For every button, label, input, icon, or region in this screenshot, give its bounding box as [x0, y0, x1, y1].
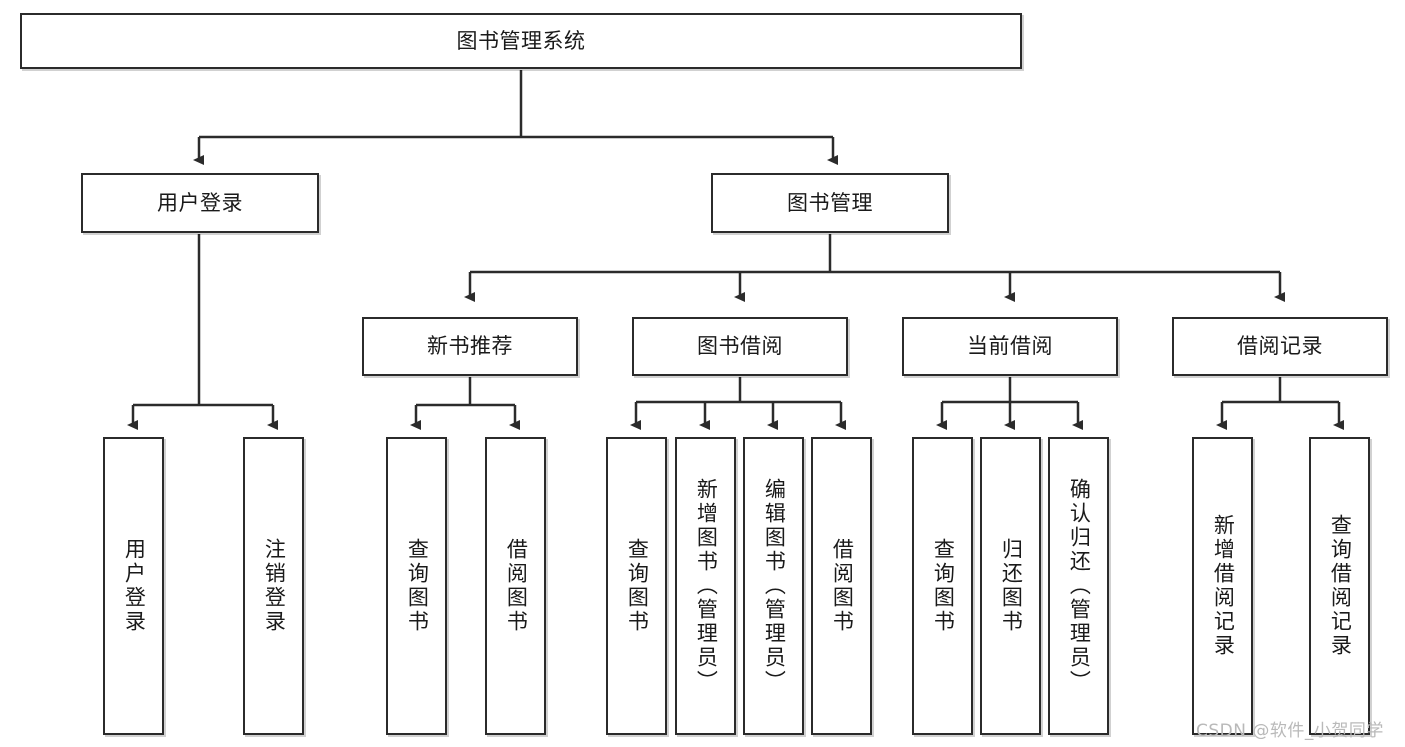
node-leaf-borrow-book-1-label: 借阅图书 — [504, 538, 529, 634]
node-leaf-add-book-label: 新增图书（管理员） — [694, 478, 719, 694]
node-new-book-rec[interactable]: 新书推荐 — [362, 317, 578, 376]
node-leaf-confirm-return-label: 确认归还（管理员） — [1067, 478, 1092, 694]
node-leaf-borrow-book-2-label: 借阅图书 — [830, 538, 855, 634]
node-leaf-add-record[interactable]: 新增借阅记录 — [1192, 437, 1253, 735]
node-root[interactable]: 图书管理系统 — [20, 13, 1022, 69]
node-leaf-query-book-1[interactable]: 查询图书 — [386, 437, 447, 735]
node-leaf-user-login-label: 用户登录 — [122, 538, 147, 634]
node-leaf-query-book-3[interactable]: 查询图书 — [912, 437, 973, 735]
node-borrow-record-label: 借阅记录 — [1237, 334, 1323, 359]
node-book-borrow-label: 图书借阅 — [697, 334, 783, 359]
node-current-borrow-label: 当前借阅 — [967, 334, 1053, 359]
node-leaf-logout[interactable]: 注销登录 — [243, 437, 304, 735]
node-leaf-add-book[interactable]: 新增图书（管理员） — [675, 437, 736, 735]
node-current-borrow[interactable]: 当前借阅 — [902, 317, 1118, 376]
node-leaf-edit-book-label: 编辑图书（管理员） — [762, 478, 787, 694]
node-leaf-query-book-2-label: 查询图书 — [625, 538, 650, 634]
node-user-login[interactable]: 用户登录 — [81, 173, 319, 233]
node-book-manage-label: 图书管理 — [787, 190, 873, 215]
node-leaf-user-login[interactable]: 用户登录 — [103, 437, 164, 735]
node-leaf-query-book-1-label: 查询图书 — [405, 538, 430, 634]
node-leaf-query-record[interactable]: 查询借阅记录 — [1309, 437, 1370, 735]
node-leaf-edit-book[interactable]: 编辑图书（管理员） — [743, 437, 804, 735]
node-root-label: 图书管理系统 — [456, 28, 586, 53]
node-user-login-label: 用户登录 — [157, 190, 243, 215]
csdn-watermark: CSDN @软件_小贺同学 — [1196, 721, 1384, 741]
node-leaf-query-record-label: 查询借阅记录 — [1328, 514, 1353, 658]
node-leaf-borrow-book-2[interactable]: 借阅图书 — [811, 437, 872, 735]
node-leaf-query-book-2[interactable]: 查询图书 — [606, 437, 667, 735]
node-leaf-return-book[interactable]: 归还图书 — [980, 437, 1041, 735]
node-book-manage[interactable]: 图书管理 — [711, 173, 949, 233]
node-leaf-logout-label: 注销登录 — [262, 538, 287, 634]
node-leaf-borrow-book-1[interactable]: 借阅图书 — [485, 437, 546, 735]
node-new-book-rec-label: 新书推荐 — [427, 334, 513, 359]
node-leaf-add-record-label: 新增借阅记录 — [1211, 514, 1236, 658]
node-leaf-query-book-3-label: 查询图书 — [931, 538, 956, 634]
node-leaf-return-book-label: 归还图书 — [999, 538, 1024, 634]
node-leaf-confirm-return[interactable]: 确认归还（管理员） — [1048, 437, 1109, 735]
node-borrow-record[interactable]: 借阅记录 — [1172, 317, 1388, 376]
node-book-borrow[interactable]: 图书借阅 — [632, 317, 848, 376]
